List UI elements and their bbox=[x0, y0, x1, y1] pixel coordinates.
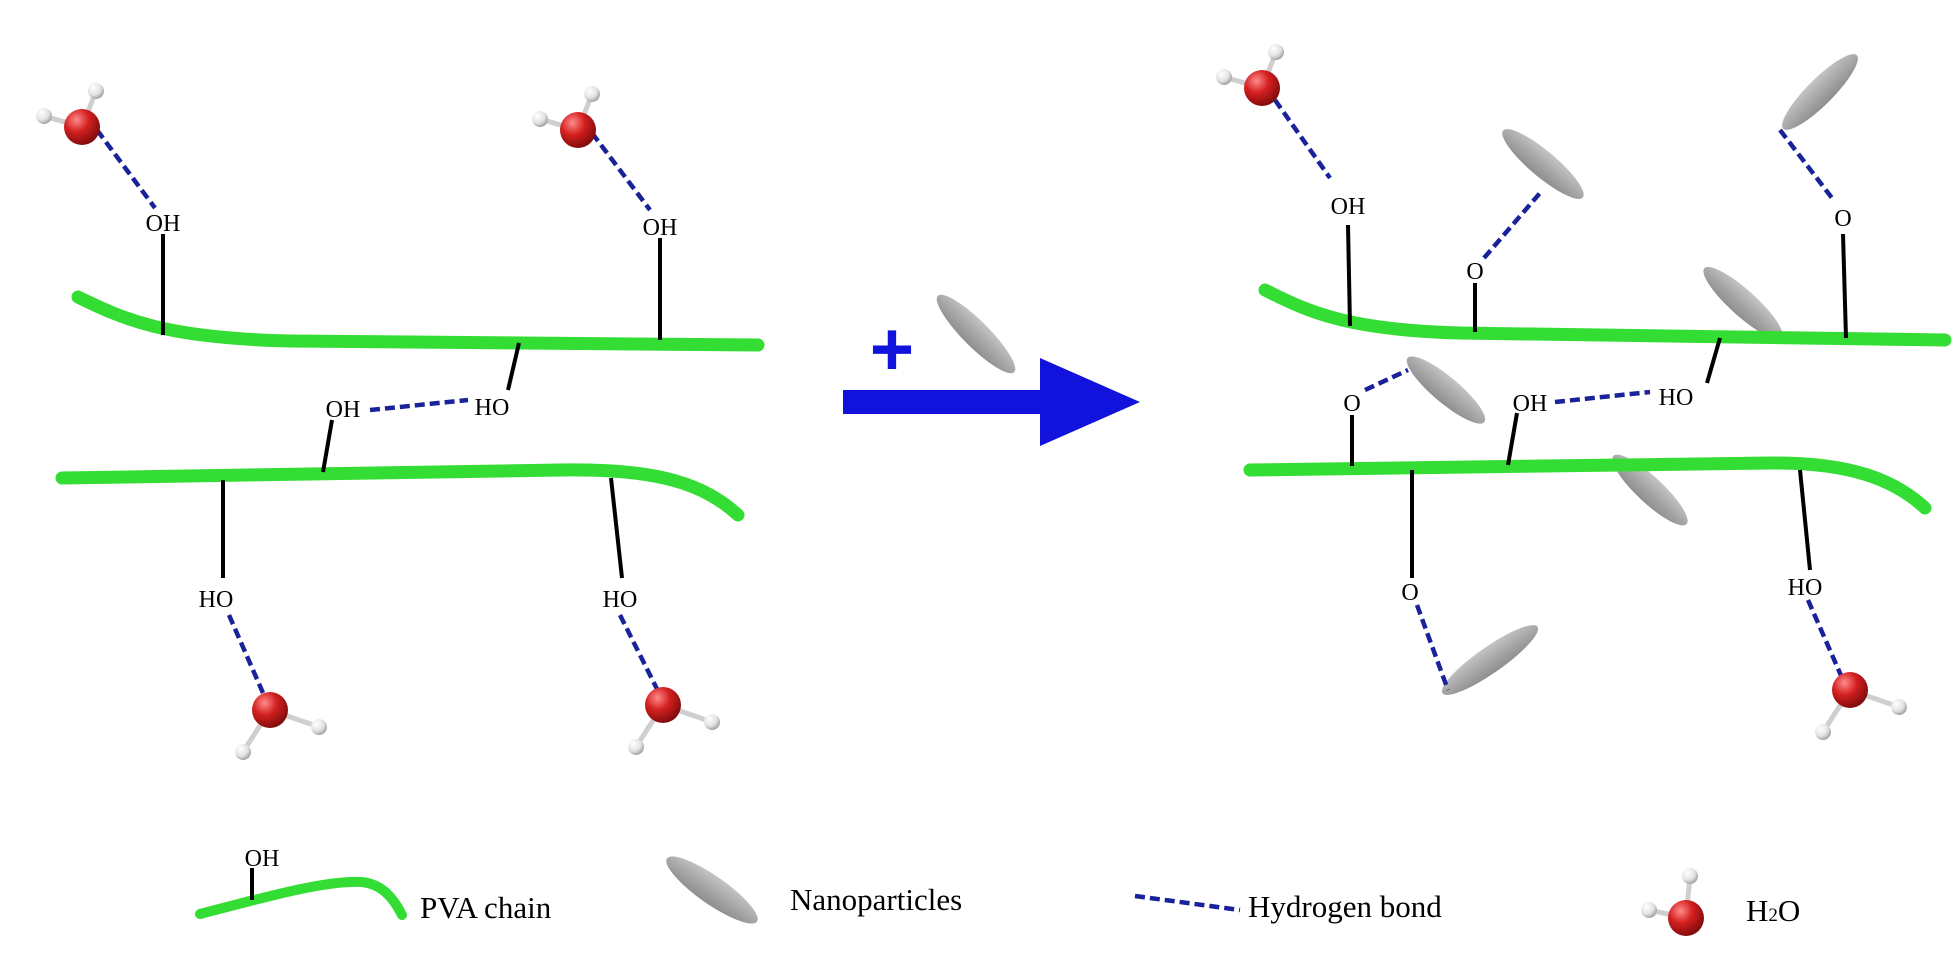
bond-stick bbox=[1841, 233, 1848, 339]
water-o: O bbox=[1778, 893, 1800, 928]
water-molecule bbox=[1815, 672, 1907, 740]
reaction-arrow bbox=[843, 358, 1140, 446]
hydrogen-bond-swatch bbox=[1134, 893, 1241, 913]
legend: OH PVA chain Nanoparticles Hydrogen bond… bbox=[195, 846, 1800, 936]
hydrogen-bond bbox=[1554, 389, 1651, 405]
legend-item-hydrogen-bond: Hydrogen bond bbox=[1134, 889, 1442, 924]
nanoparticle bbox=[936, 294, 1016, 374]
pva-chain-top bbox=[71, 290, 765, 352]
nanoparticle bbox=[1782, 54, 1858, 130]
right-panel: OH O O O OH HO O HO bbox=[1216, 44, 1952, 740]
water-molecule bbox=[36, 83, 104, 145]
oh-label: OH bbox=[146, 211, 181, 237]
nanoparticle bbox=[1502, 129, 1584, 199]
nanoparticle bbox=[1441, 625, 1539, 695]
nanoparticle bbox=[1703, 266, 1783, 340]
legend-item-nanoparticles: Nanoparticles bbox=[666, 856, 962, 924]
hydrogen-bond bbox=[226, 614, 266, 694]
hydrogen-bond bbox=[1778, 128, 1834, 200]
water-molecule bbox=[235, 692, 327, 760]
bond-stick bbox=[1506, 412, 1519, 466]
hydrogen-bond bbox=[1364, 367, 1409, 393]
ho-label: HO bbox=[1659, 385, 1694, 411]
o-label: O bbox=[1343, 391, 1360, 417]
hydrogen-bond bbox=[1414, 604, 1451, 691]
nanoparticle-swatch bbox=[666, 856, 758, 924]
pva-chain-top bbox=[1258, 283, 1952, 347]
legend-item-water: H2O bbox=[1641, 868, 1800, 936]
hydrogen-bond bbox=[617, 613, 663, 697]
water-molecule bbox=[532, 86, 600, 148]
oh-label: OH bbox=[1513, 391, 1548, 417]
water-molecule bbox=[628, 687, 720, 755]
water-molecule-swatch bbox=[1641, 868, 1704, 936]
hydrogen-bond bbox=[95, 128, 157, 210]
ho-label: HO bbox=[475, 395, 510, 421]
pva-chain-bottom bbox=[55, 463, 745, 522]
legend-item-pva-chain: OH PVA chain bbox=[195, 846, 552, 925]
oh-label: OH bbox=[326, 397, 361, 423]
hydrogen-bond bbox=[590, 131, 652, 212]
pva-chain-swatch bbox=[195, 876, 407, 920]
bond-stick bbox=[1798, 469, 1812, 571]
bond-stick bbox=[609, 477, 624, 579]
nanoparticle bbox=[1406, 356, 1486, 424]
ho-label: HO bbox=[1788, 575, 1823, 601]
o-label: O bbox=[1466, 259, 1483, 285]
plus-sign: + bbox=[870, 307, 914, 392]
legend-label-hydrogen-bond: Hydrogen bond bbox=[1248, 889, 1442, 924]
hydrogen-bond bbox=[369, 397, 469, 413]
hydrogen-bond bbox=[1482, 191, 1542, 260]
water-subscript: 2 bbox=[1768, 905, 1778, 926]
nanoparticle bbox=[1612, 454, 1688, 526]
ho-label: HO bbox=[199, 587, 234, 613]
legend-label-water: H2O bbox=[1746, 893, 1800, 928]
bond-stick bbox=[1346, 224, 1352, 327]
legend-label-nanoparticles: Nanoparticles bbox=[790, 882, 962, 917]
bond-stick bbox=[506, 342, 521, 391]
o-label: O bbox=[1401, 580, 1418, 606]
oh-label: OH bbox=[643, 215, 678, 241]
oh-label: OH bbox=[1331, 194, 1366, 220]
pva-chain-bottom bbox=[1243, 456, 1932, 515]
legend-label-pva-chain: PVA chain bbox=[420, 890, 552, 925]
reaction-arrow-group: + bbox=[843, 294, 1140, 446]
bond-stick bbox=[1705, 337, 1722, 384]
left-panel: OH OH OH HO HO HO bbox=[36, 83, 765, 760]
hydrogen-bond bbox=[1273, 98, 1332, 180]
water-molecule bbox=[1216, 44, 1284, 106]
hydrogen-bond bbox=[1805, 599, 1846, 681]
bond-stick bbox=[321, 419, 334, 473]
water-h: H bbox=[1746, 893, 1768, 928]
oh-label: OH bbox=[245, 846, 280, 872]
ho-label: HO bbox=[603, 587, 638, 613]
o-label: O bbox=[1834, 206, 1851, 232]
